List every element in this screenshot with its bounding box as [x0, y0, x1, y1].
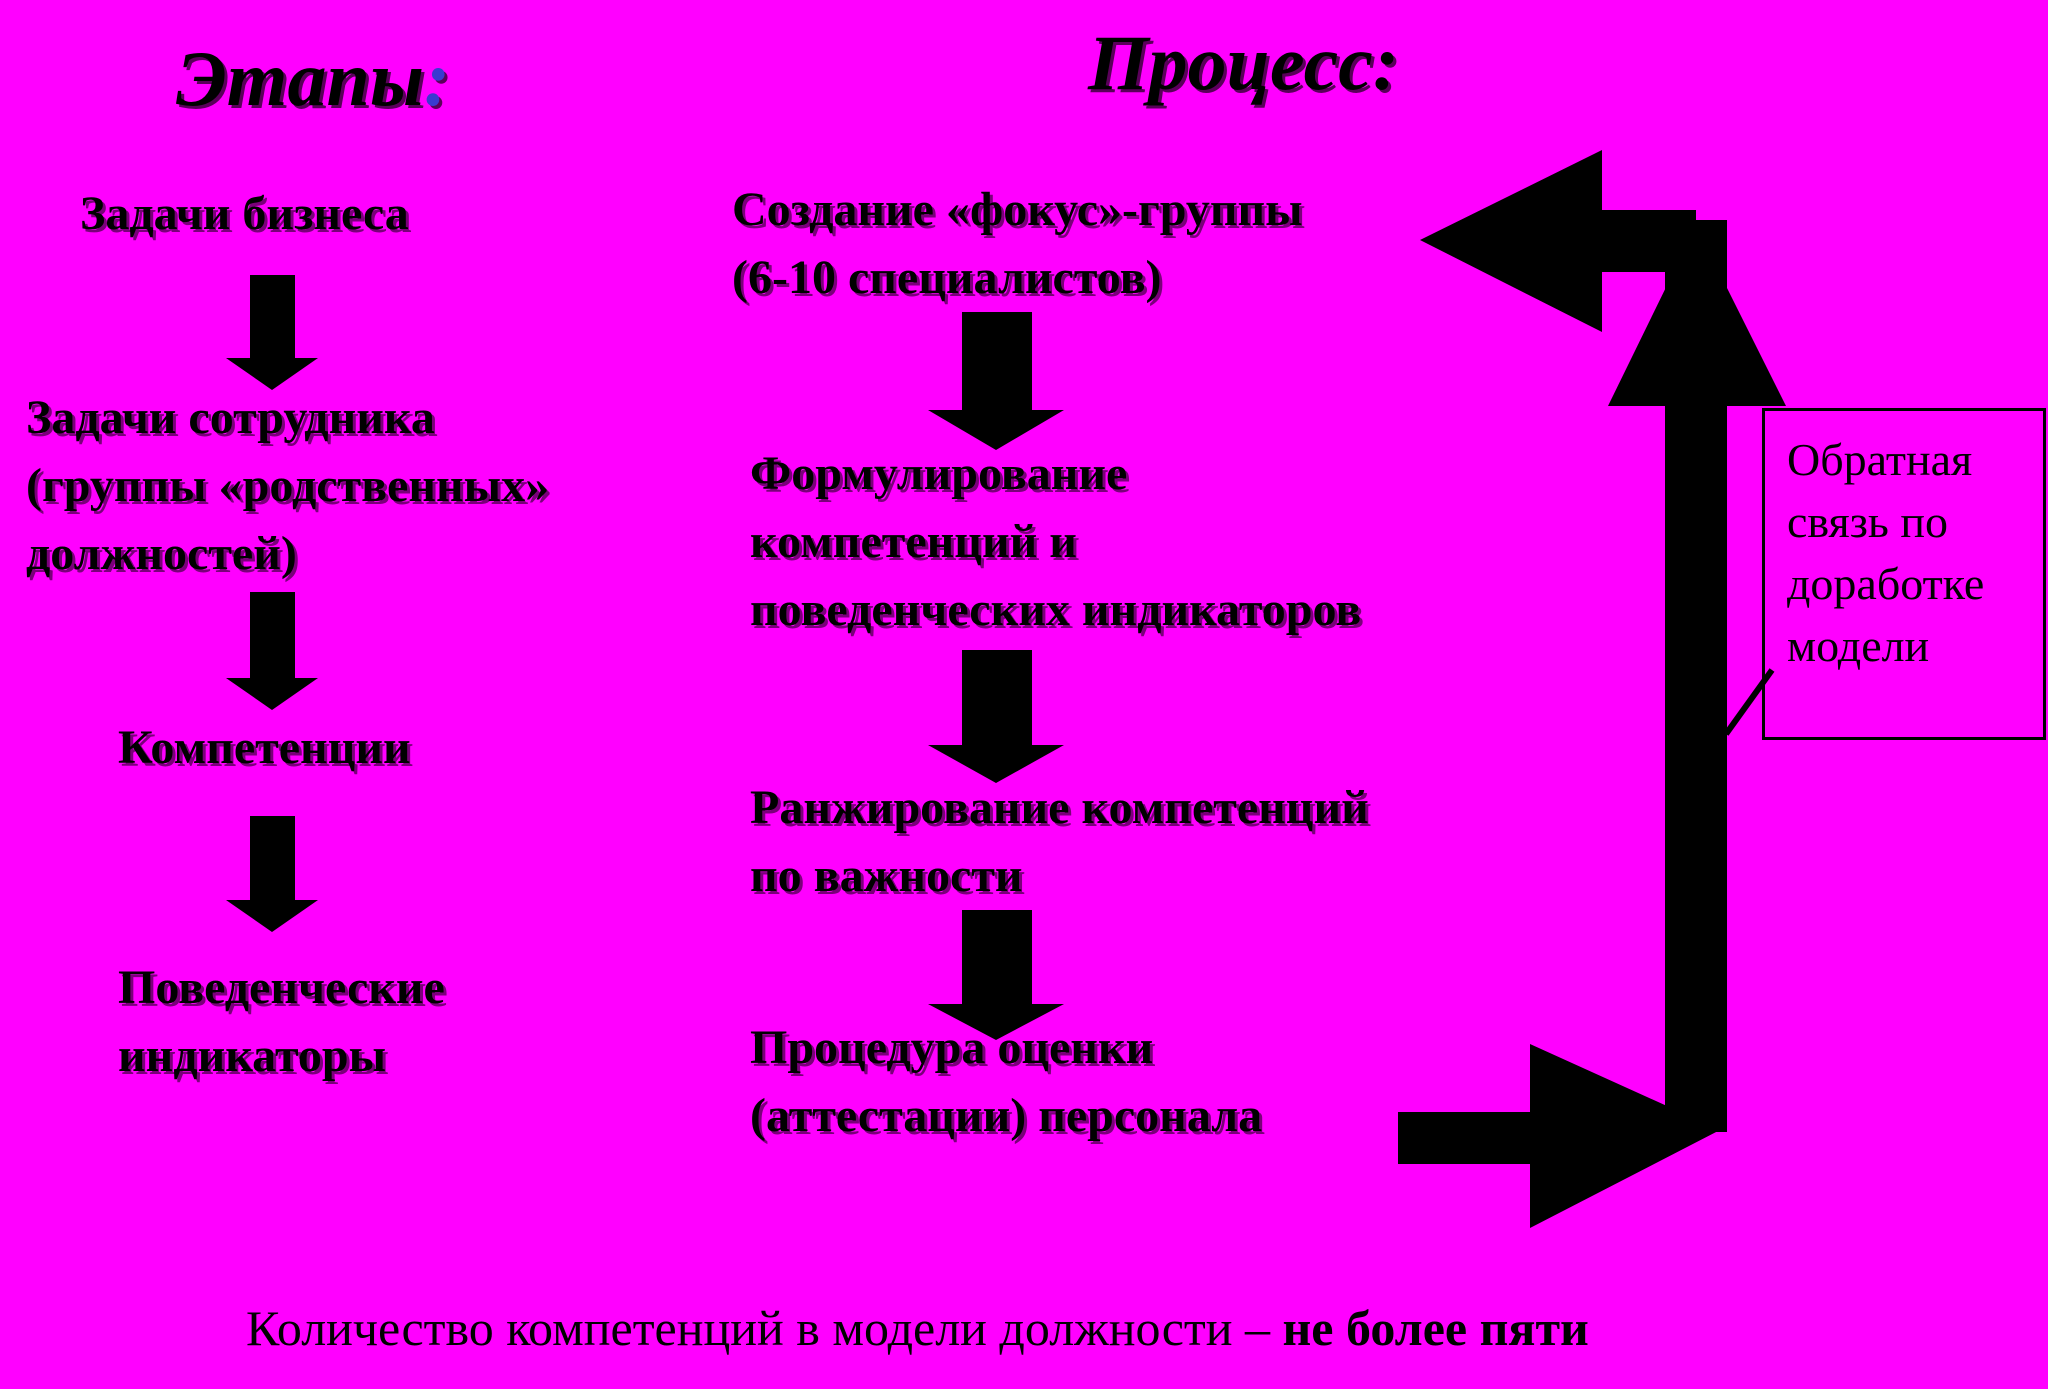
- stage-business-tasks: Задачи бизнеса: [80, 187, 409, 240]
- footer-note: Количество компетенций в модели должност…: [246, 1298, 1589, 1358]
- process-rank-competencies: Ранжирование компетенций по важности: [750, 781, 1369, 902]
- feedback-left-arrow-head: [1420, 150, 1602, 332]
- process-heading: Процесс:: [1088, 19, 1399, 106]
- process-focus-group: Создание «фокус»-группы (6-10 специалист…: [732, 183, 1303, 304]
- feedback-note: Обратная связь по доработке модели: [1762, 408, 2046, 740]
- stages-heading: Этапы:: [176, 40, 450, 118]
- process-formulate-competencies: Формулирование компетенций и поведенческ…: [750, 447, 1362, 636]
- process-assessment-procedure: Процедура оценки (аттестации) персонала: [750, 1021, 1263, 1142]
- stage-behavioral-indicators: Поведенческие индикаторы: [118, 961, 445, 1082]
- down-arrow-process-1: [928, 312, 1064, 450]
- feedback-up-arrow-head: [1608, 226, 1786, 406]
- stage-employee-tasks: Задачи сотрудника (группы «родственных» …: [26, 391, 550, 580]
- down-arrow-stage-3: [226, 816, 318, 932]
- down-arrow-process-3: [928, 910, 1064, 1040]
- stage-competencies: Компетенции: [118, 721, 411, 774]
- footer-text: Количество компетенций в модели должност…: [246, 1300, 1283, 1356]
- stages-heading-text: Этапы: [176, 35, 424, 122]
- down-arrow-process-2: [928, 650, 1064, 783]
- stages-heading-colon: :: [423, 35, 450, 122]
- feedback-right-arrow: [1398, 1044, 1720, 1228]
- footer-emphasis: не более пяти: [1282, 1300, 1589, 1356]
- down-arrow-stage-1: [226, 275, 318, 390]
- down-arrow-stage-2: [226, 592, 318, 710]
